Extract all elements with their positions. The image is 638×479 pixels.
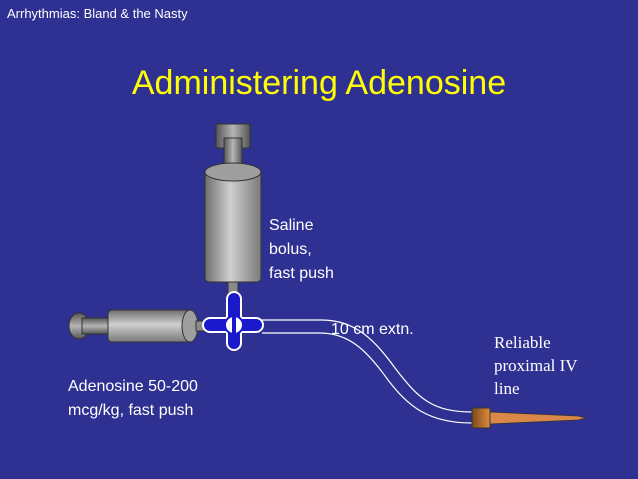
iv-line-label: Reliable proximal IV line xyxy=(494,333,578,398)
iv-cannula-icon xyxy=(471,407,587,429)
three-way-stopcock-icon xyxy=(202,291,264,351)
adenosine-dose-label: Adenosine 50-200 mcg/kg, fast push xyxy=(68,378,198,419)
slide-header: Arrhythmias: Bland & the Nasty xyxy=(7,6,188,21)
extension-tubing-label: 10 cm extn. xyxy=(331,321,414,338)
vertical-syringe-icon xyxy=(204,123,262,297)
slide-title: Administering Adenosine xyxy=(131,64,507,102)
horizontal-syringe-icon xyxy=(68,309,207,343)
saline-bolus-label: Saline bolus, fast push xyxy=(269,217,334,282)
extension-tubing-icon xyxy=(262,319,473,424)
